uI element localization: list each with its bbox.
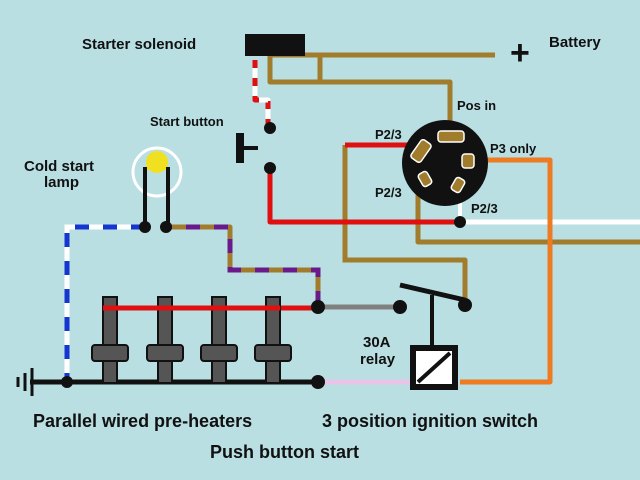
label-relay-2: relay <box>360 351 396 368</box>
label-start-button: Start button <box>150 114 224 129</box>
starter-solenoid-icon <box>245 34 305 56</box>
label-preheaters: Parallel wired pre-heaters <box>33 411 252 431</box>
solenoid-start-wire-white <box>252 60 271 128</box>
relay-icon <box>393 282 472 390</box>
p3-orange-wire <box>460 157 553 385</box>
solenoid-start-wire <box>252 60 271 128</box>
preheater-3 <box>200 296 238 384</box>
preheater-4 <box>254 296 292 384</box>
label-push-button-start: Push button start <box>210 442 359 462</box>
label-battery: Battery <box>549 34 601 51</box>
label-cold-start-1: Cold start <box>24 158 94 175</box>
brown-red-dash <box>342 145 465 263</box>
label-p23-left: P2/3 <box>375 185 402 200</box>
solenoid-to-switch-wire <box>267 55 453 130</box>
label-starter-solenoid: Starter solenoid <box>82 36 196 53</box>
lamp-ground-wire-blue <box>64 224 145 382</box>
label-p23-top: P2/3 <box>375 127 402 142</box>
label-pos-in: Pos in <box>457 98 496 113</box>
label-p23-right: P2/3 <box>471 201 498 216</box>
battery-plus-icon: + <box>510 34 530 72</box>
purple-wire <box>168 224 321 305</box>
label-relay-1: 30A <box>363 334 391 351</box>
ignition-switch-icon <box>402 120 488 206</box>
junction-dots <box>61 216 466 389</box>
brown-loop-wire <box>342 145 468 303</box>
ground-symbol-icon <box>16 368 34 396</box>
label-p3-only: P3 only <box>490 141 537 156</box>
start-button-wire <box>267 170 460 225</box>
label-ignition-switch: 3 position ignition switch <box>322 411 538 431</box>
label-cold-start-2: lamp <box>44 174 79 191</box>
preheaters <box>91 296 292 384</box>
preheater-feed-wire <box>168 224 321 305</box>
start-button-icon <box>236 122 276 174</box>
cold-start-lamp-icon <box>131 146 183 233</box>
